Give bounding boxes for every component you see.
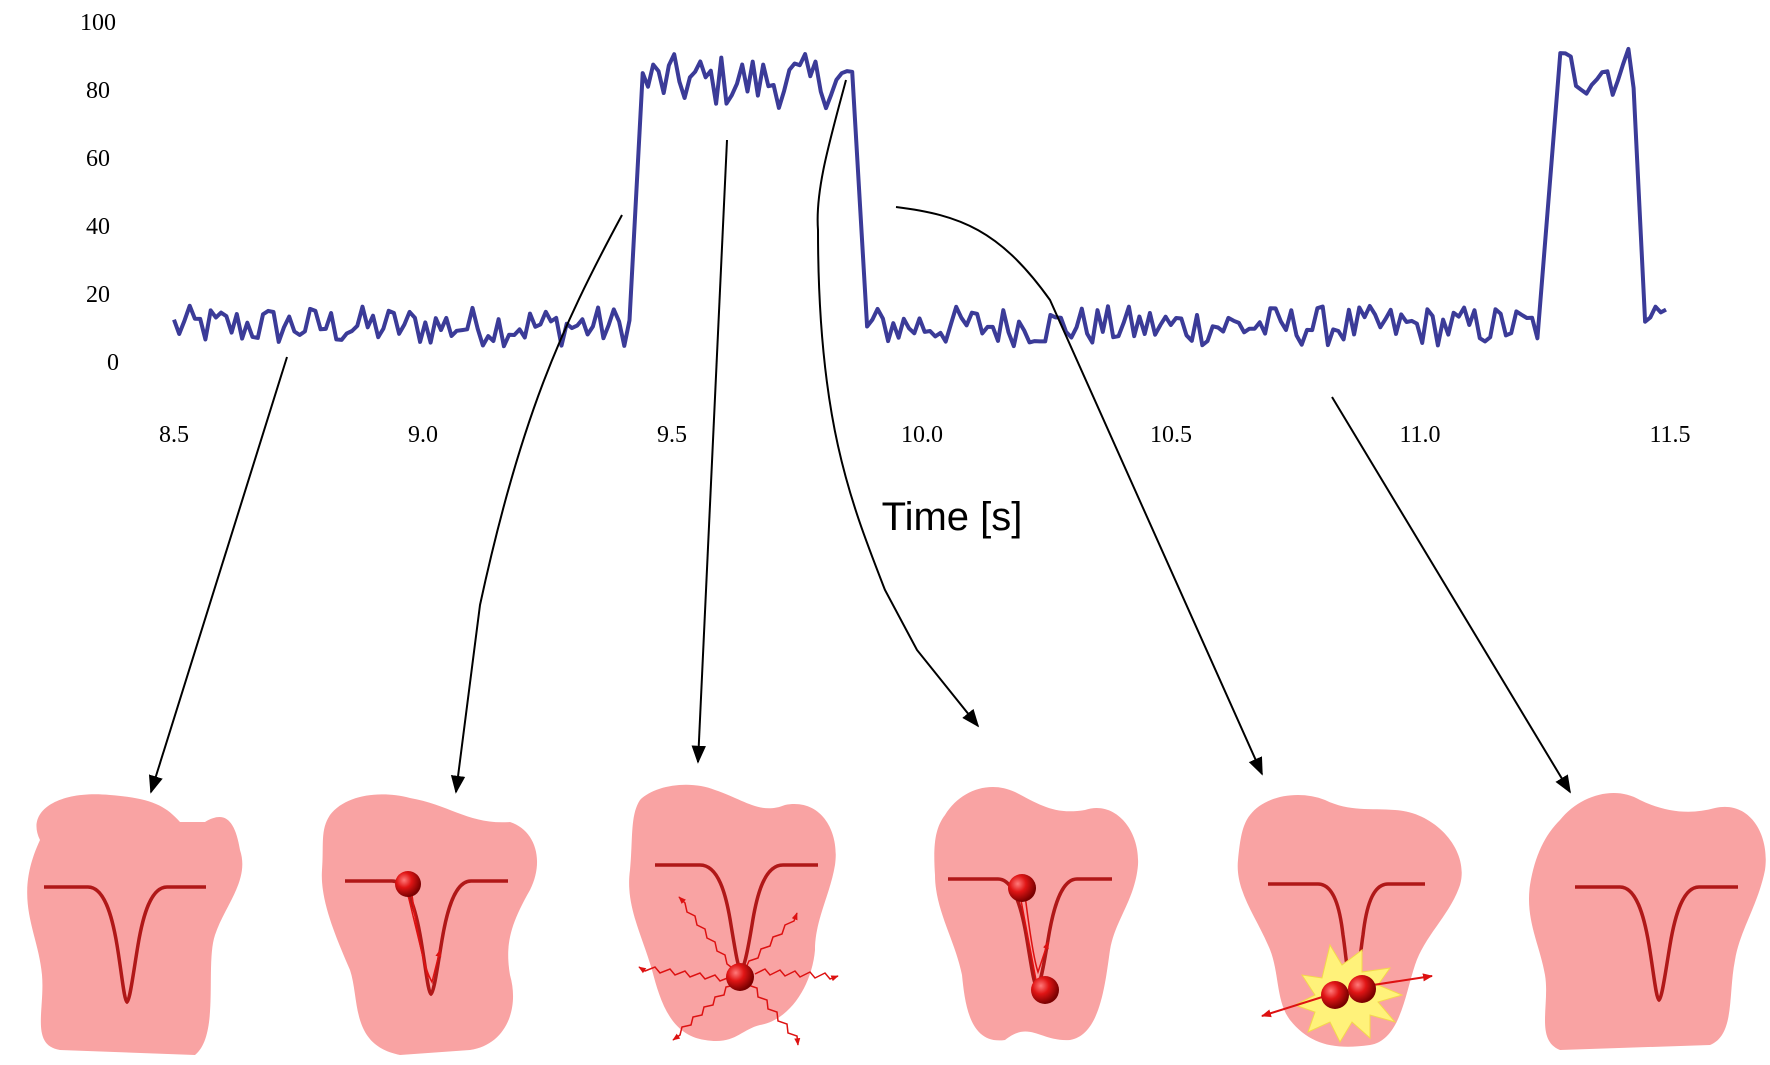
particle xyxy=(1321,981,1349,1009)
annotation-arrow xyxy=(450,214,623,794)
annotation-arrow xyxy=(691,139,728,764)
particle xyxy=(726,963,754,991)
potential-blob xyxy=(27,794,243,1055)
state-panel-empty-well xyxy=(27,794,243,1055)
x-tick-label: 10.0 xyxy=(901,422,943,448)
radiation-wave xyxy=(678,896,736,971)
potential-blob xyxy=(321,794,538,1055)
trajectory-line xyxy=(1019,894,1037,981)
annotation-arrow xyxy=(816,79,980,728)
state-panel-particle-radiating xyxy=(629,784,839,1046)
x-axis-label: Time [s] xyxy=(882,495,1023,539)
radiation-wave xyxy=(754,968,839,982)
potential-blob xyxy=(1237,795,1462,1047)
series-line xyxy=(172,46,1667,349)
radiation-wave xyxy=(638,966,731,982)
x-tick-label: 11.0 xyxy=(1399,422,1440,448)
motion-arrow xyxy=(1024,894,1049,975)
y-tick-label: 60 xyxy=(86,146,110,172)
potential-blob xyxy=(629,784,836,1042)
state-panel-empty-well-final xyxy=(1528,792,1766,1050)
annotation-arrows xyxy=(148,79,1571,794)
y-tick-label: 20 xyxy=(86,282,110,308)
state-panel-collision xyxy=(1237,795,1462,1047)
state-panel-second-particle xyxy=(934,786,1139,1041)
annotation-arrow xyxy=(895,206,1263,776)
y-axis: 100 80 60 40 20 0 xyxy=(80,10,119,376)
y-tick-label: 0 xyxy=(107,350,119,376)
x-tick-label: 10.5 xyxy=(1150,422,1192,448)
y-tick-label: 100 xyxy=(80,10,116,36)
particle xyxy=(1008,874,1036,902)
motion-arrow xyxy=(411,894,442,984)
radiation-waves xyxy=(638,896,839,1046)
x-tick-label: 11.5 xyxy=(1649,422,1690,448)
annotation-arrow xyxy=(1331,396,1571,794)
state-panel-particle-entering xyxy=(321,794,538,1055)
y-tick-label: 40 xyxy=(86,214,110,240)
y-tick-label: 80 xyxy=(86,78,110,104)
annotation-arrow xyxy=(148,356,288,794)
potential-blob xyxy=(1528,792,1766,1050)
potential-blob xyxy=(934,786,1139,1041)
radiation-wave xyxy=(747,984,801,1046)
radiation-wave xyxy=(744,912,798,971)
x-tick-label: 9.0 xyxy=(408,422,438,448)
potential-well-curve xyxy=(44,885,206,1005)
x-tick-label: 9.5 xyxy=(657,422,687,448)
x-tick-label: 8.5 xyxy=(159,422,189,448)
potential-well-curve xyxy=(1575,885,1738,1003)
particle xyxy=(1348,975,1376,1003)
plot-area xyxy=(172,46,1667,349)
radiation-wave xyxy=(672,984,736,1041)
x-axis: 8.5 9.0 9.5 10.0 10.5 11.0 11.5 Time [s] xyxy=(159,422,1691,539)
particle xyxy=(395,871,421,897)
particle xyxy=(1031,976,1059,1004)
